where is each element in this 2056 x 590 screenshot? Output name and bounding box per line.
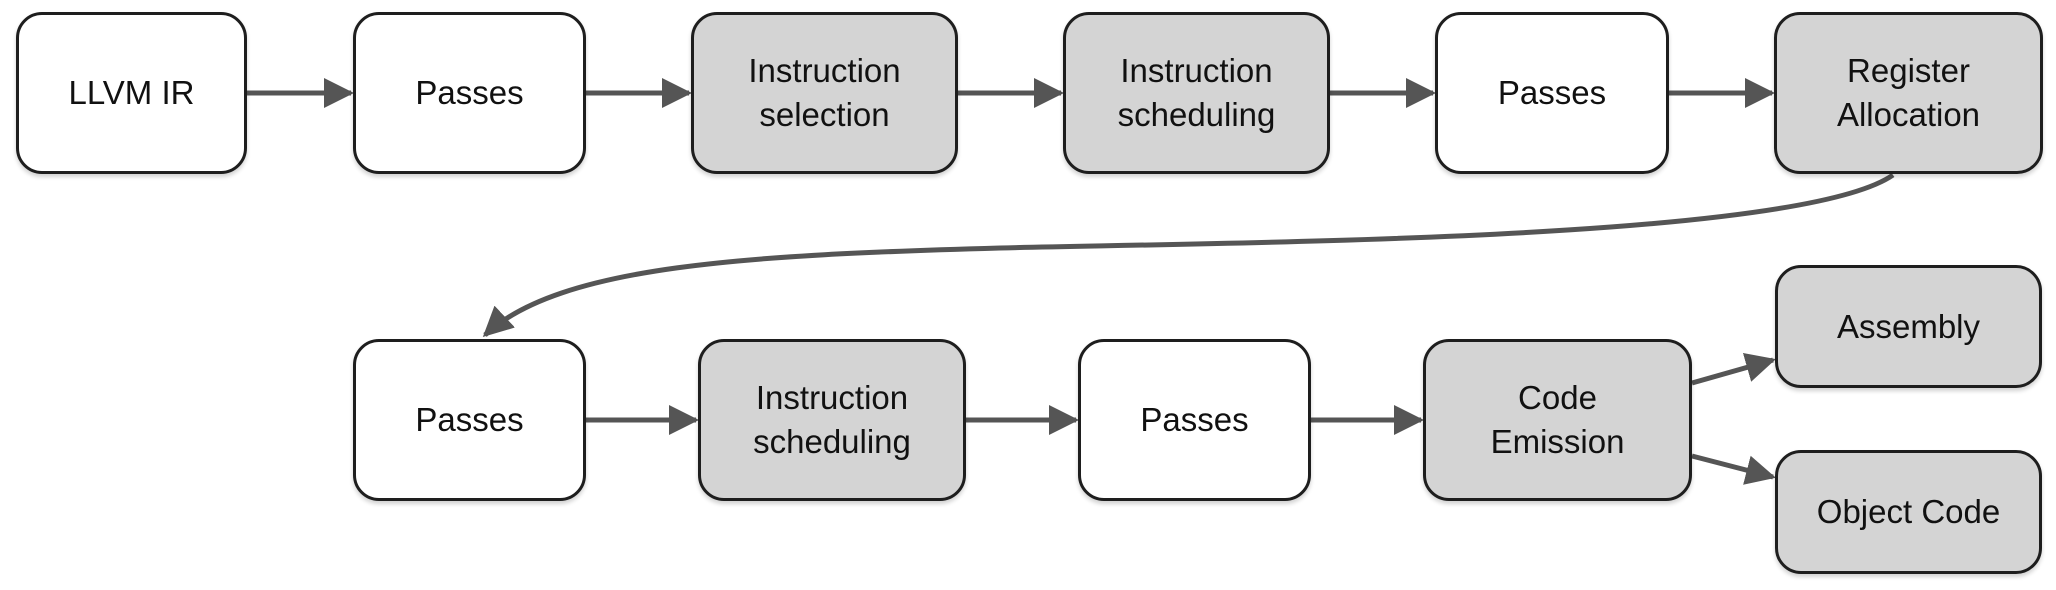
node-assembly: Assembly [1775,265,2042,388]
node-instruction-selection-label: Instruction selection [748,52,901,133]
edge-register-allocation-to-passes [482,172,1895,338]
node-object-code: Object Code [1775,450,2042,574]
node-passes-2-label: Passes [1497,74,1607,111]
node-passes-4: Passes [1078,339,1311,501]
node-instruction-selection: Instruction selection [691,12,958,174]
node-passes-1: Passes [353,12,586,174]
node-llvm-ir: LLVM IR [16,12,247,174]
node-code-emission: Code Emission [1423,339,1692,501]
node-instruction-scheduling-2: Instruction scheduling [698,339,966,501]
node-instruction-scheduling-2-label: Instruction scheduling [753,379,911,460]
node-register-allocation: Register Allocation [1774,12,2043,174]
node-instruction-scheduling-1-label: Instruction scheduling [1117,52,1276,133]
node-object-code-label: Object Code [1816,493,2001,530]
node-passes-3-label: Passes [415,401,524,438]
node-assembly-label: Assembly [1836,307,1981,345]
node-passes-4-label: Passes [1140,401,1249,438]
node-passes-1-label: Passes [415,74,524,111]
edge-code-emission-to-object-code [1691,453,1776,485]
node-llvm-ir-label: LLVM IR [68,74,195,111]
edge-code-emission-to-assembly [1691,352,1776,386]
node-passes-3: Passes [353,339,586,501]
node-passes-2: Passes [1435,12,1669,174]
node-register-allocation-label: Register Allocation [1836,52,1981,133]
node-code-emission-label: Code Emission [1490,379,1625,460]
node-instruction-scheduling-1: Instruction scheduling [1063,12,1330,174]
